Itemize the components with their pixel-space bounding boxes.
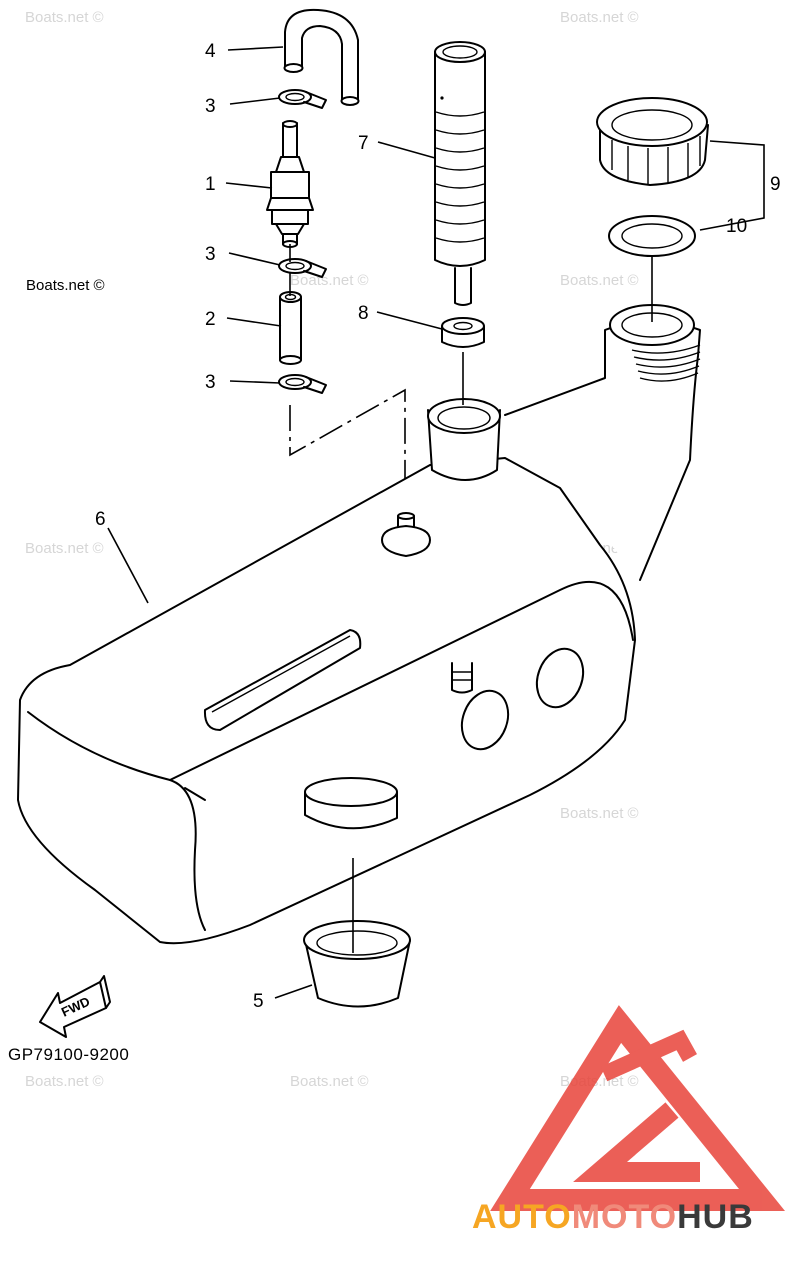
callout-3: 3 bbox=[205, 96, 216, 117]
strainer-part-7 bbox=[434, 41, 486, 306]
gasket-part-10 bbox=[608, 215, 696, 257]
watermark: Boats.net © bbox=[560, 805, 639, 822]
callout-3: 3 bbox=[205, 372, 216, 393]
watermark: Boats.net © bbox=[560, 9, 639, 26]
callout-leaders bbox=[107, 46, 765, 999]
callout-5: 5 bbox=[253, 991, 264, 1012]
filler-cap-part-9 bbox=[596, 97, 709, 186]
callout-2: 2 bbox=[205, 309, 216, 330]
fuel-tank-part-6 bbox=[17, 304, 701, 945]
watermark: Boats.net © bbox=[25, 9, 104, 26]
callout-1: 1 bbox=[205, 174, 216, 195]
callout-4: 4 bbox=[205, 41, 216, 62]
short-hose-part-2 bbox=[279, 291, 302, 365]
callout-9: 9 bbox=[770, 174, 781, 195]
callout-numbers: 4 3 1 3 2 3 7 8 9 10 6 5 bbox=[95, 41, 781, 1012]
bottom-cap-part-5 bbox=[303, 920, 411, 1008]
hose-u-part-4 bbox=[283, 8, 360, 106]
brand-name: AUTOMOTOHUB bbox=[472, 1198, 754, 1236]
alignment-lines bbox=[289, 244, 653, 953]
fwd-arrow-icon: FWD bbox=[39, 975, 111, 1038]
routing-line bbox=[289, 388, 406, 515]
brand-name-hub: HUB bbox=[677, 1198, 754, 1236]
callout-10: 10 bbox=[726, 216, 747, 237]
callout-8: 8 bbox=[358, 303, 369, 324]
hose-clip-part-3a bbox=[278, 89, 327, 109]
callout-7: 7 bbox=[358, 133, 369, 154]
watermark: Boats.net © bbox=[290, 1073, 369, 1090]
hose-clip-part-3b bbox=[278, 258, 327, 278]
grommet-part-8 bbox=[441, 317, 485, 348]
watermark: Boats.net © bbox=[25, 1073, 104, 1090]
hose-clip-part-3c bbox=[278, 374, 327, 394]
watermark: Boats.net © bbox=[290, 272, 369, 289]
diagram-code: GP79100-9200 bbox=[8, 1045, 129, 1064]
brand-logo-icon bbox=[490, 1005, 786, 1211]
fuel-filter-part-1 bbox=[266, 120, 314, 248]
brand-name-auto: AUTO bbox=[472, 1198, 572, 1236]
watermark: Boats.net © bbox=[25, 540, 104, 557]
watermark: Boats.net © bbox=[560, 272, 639, 289]
watermark-dark: Boats.net © bbox=[26, 277, 105, 294]
brand-name-moto: MOTO bbox=[572, 1198, 677, 1236]
callout-6: 6 bbox=[95, 509, 106, 530]
callout-3: 3 bbox=[205, 244, 216, 265]
